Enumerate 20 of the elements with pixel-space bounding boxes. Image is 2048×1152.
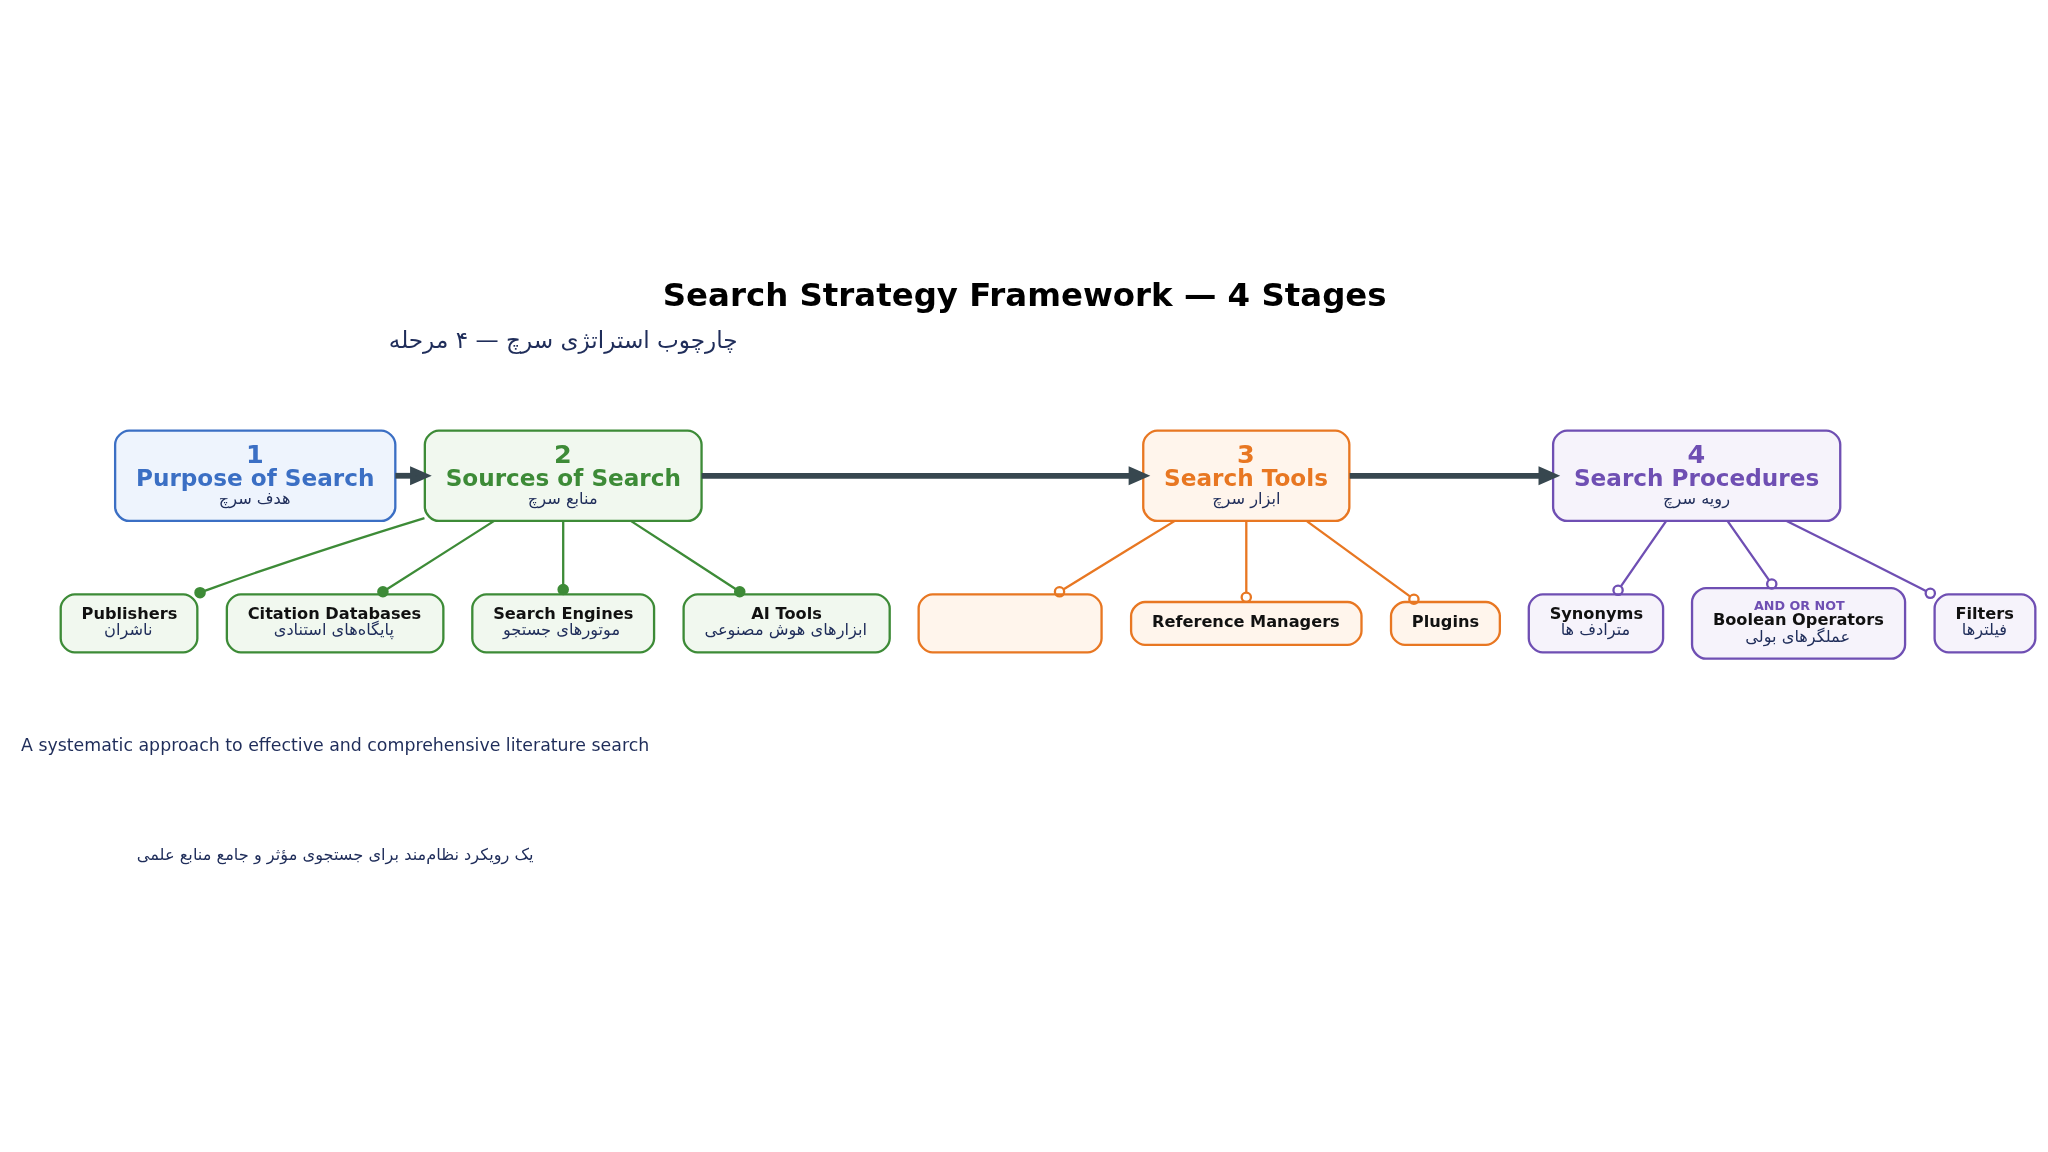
label: یک رویکرد نظام‌مند برای جستجوی مؤثر و جامع منابع علمی	[136, 844, 534, 864]
connector	[1612, 520, 1667, 596]
diagram-title: Search Strategy Framework — 4 Stages	[662, 275, 1387, 314]
connector	[557, 520, 569, 595]
label: چارچوب استراتژی سرچ — ۴ مرحله	[388, 326, 738, 353]
connector	[1053, 519, 1176, 598]
connector	[1786, 519, 1937, 599]
arrow	[701, 465, 1151, 485]
node-box	[917, 592, 1103, 653]
node-box: Reference Managers	[1129, 600, 1363, 646]
connector	[1726, 520, 1778, 590]
node-box: Plugins	[1389, 600, 1501, 646]
connector	[1240, 520, 1253, 603]
connector	[377, 519, 495, 598]
caption: A systematic approach to effective and comprehensive literature search	[21, 734, 650, 755]
connector	[630, 519, 746, 598]
arrow	[395, 465, 432, 485]
connector	[194, 516, 425, 598]
connector	[1306, 519, 1420, 605]
arrow	[1349, 465, 1561, 485]
